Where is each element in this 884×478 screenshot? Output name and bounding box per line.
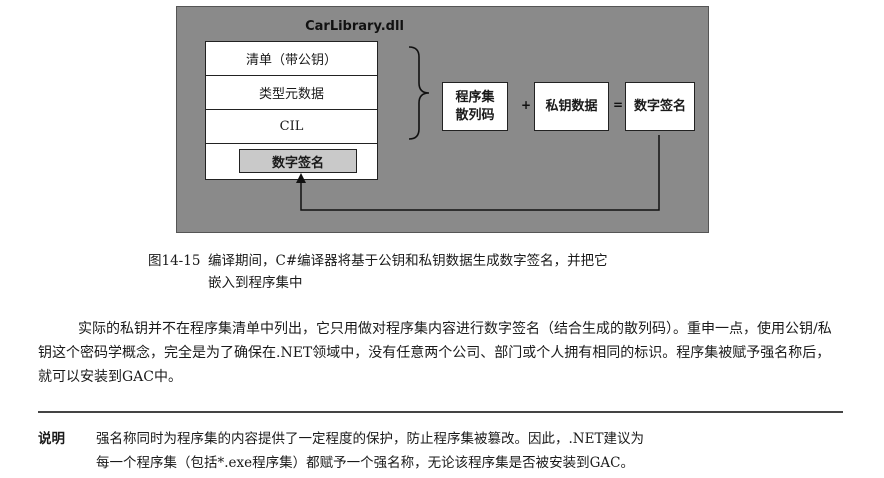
assembly-hash-box: 程序集 散列码 bbox=[442, 82, 508, 131]
caption-line-1: 编译期间，C#编译器将基于公钥和私钥数据生成数字签名，并把它 bbox=[208, 253, 608, 269]
note-line-2: 每一个程序集（包括*.exe程序集）都赋予一个强名称，无论该程序集是否被安装到G… bbox=[96, 455, 634, 471]
body-paragraph: 实际的私钥并不在程序集清单中列出，它只用做对程序集内容进行数字签名（结合生成的散… bbox=[38, 321, 832, 385]
signature-box: 数字签名 bbox=[625, 82, 695, 131]
assembly-box: 清单（带公钥） 类型元数据 CIL 数字签名 bbox=[205, 41, 378, 180]
hash-line-1: 程序集 bbox=[455, 89, 495, 105]
manifest-row: 清单（带公钥） bbox=[206, 42, 377, 76]
note-divider bbox=[38, 411, 843, 413]
caption-line-2: 嵌入到程序集中 bbox=[208, 275, 303, 291]
equals-sign: = bbox=[613, 98, 624, 112]
cil-row: CIL bbox=[206, 110, 377, 144]
plus-sign: + bbox=[521, 98, 532, 112]
embedded-signature: 数字签名 bbox=[239, 149, 357, 173]
type-metadata-row: 类型元数据 bbox=[206, 76, 377, 110]
strong-name-figure: CarLibrary.dll 清单（带公钥） 类型元数据 CIL 数字签名 程序… bbox=[176, 6, 709, 233]
curly-brace bbox=[408, 46, 430, 140]
note-text: 强名称同时为程序集的内容提供了一定程度的保护，防止程序集被篡改。因此，.NET建… bbox=[96, 427, 844, 475]
note-line-1: 强名称同时为程序集的内容提供了一定程度的保护，防止程序集被篡改。因此，.NET建… bbox=[96, 431, 644, 447]
figure-connectors bbox=[296, 46, 660, 211]
figure-caption: 图14-15 编译期间，C#编译器将基于公钥和私钥数据生成数字签名，并把它 嵌入到… bbox=[148, 250, 748, 294]
private-key-box: 私钥数据 bbox=[534, 82, 609, 131]
arrow-head bbox=[296, 173, 306, 183]
hash-line-2: 散列码 bbox=[455, 107, 495, 123]
dll-title: CarLibrary.dll bbox=[305, 19, 404, 34]
feedback-arrow-line bbox=[300, 135, 660, 211]
note-block: 说明 强名称同时为程序集的内容提供了一定程度的保护，防止程序集被篡改。因此，.N… bbox=[38, 427, 844, 475]
caption-number: 图14-15 bbox=[148, 253, 201, 269]
note-label: 说明 bbox=[38, 431, 65, 447]
